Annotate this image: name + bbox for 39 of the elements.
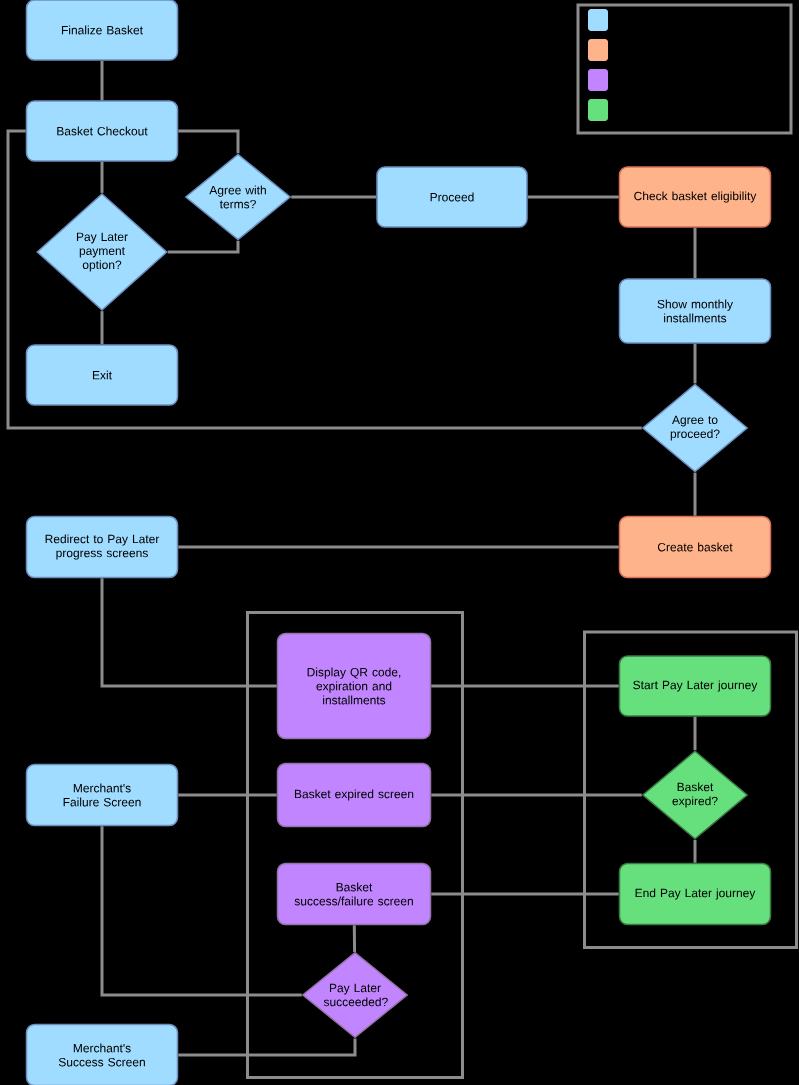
group-frame <box>246 611 464 1079</box>
connector <box>527 195 619 199</box>
connector <box>6 129 642 430</box>
connector <box>178 793 277 797</box>
connector <box>693 472 697 516</box>
connector <box>352 925 357 952</box>
connector <box>178 1038 357 1057</box>
connector <box>100 578 277 688</box>
connector <box>178 545 619 549</box>
connector <box>693 839 697 863</box>
connector <box>693 227 697 279</box>
process-box: Exit <box>25 344 179 406</box>
process-box: Merchant's Success Screen <box>25 1023 179 1085</box>
connector <box>100 60 104 101</box>
connector <box>178 129 240 154</box>
connector <box>693 716 697 751</box>
process-box: Display QR code, expiration and installments <box>276 632 432 740</box>
connector <box>431 684 619 688</box>
process-box: Basket expired screen <box>276 762 432 828</box>
connector <box>100 161 104 193</box>
connector <box>291 195 377 199</box>
process-box: Check basket eligibility <box>618 166 772 228</box>
process-box: Proceed <box>376 166 528 228</box>
process-box: End Pay Later journey <box>618 862 772 926</box>
process-box: Redirect to Pay Later progress screens <box>25 515 179 579</box>
connector <box>167 240 240 254</box>
process-box: Basket success/failure screen <box>276 862 432 926</box>
process-box: Finalize Basket <box>25 0 179 61</box>
process-box: Merchant's Failure Screen <box>25 763 179 827</box>
connector <box>693 343 697 384</box>
connector <box>431 793 642 797</box>
process-box: Show monthly installments <box>618 278 772 344</box>
process-box: Start Pay Later journey <box>618 655 772 717</box>
process-box: Basket Checkout <box>25 100 179 162</box>
connector <box>100 311 104 345</box>
group-frame <box>583 630 798 950</box>
connector <box>431 892 619 896</box>
connector <box>100 826 302 997</box>
process-box: Create basket <box>618 515 772 579</box>
